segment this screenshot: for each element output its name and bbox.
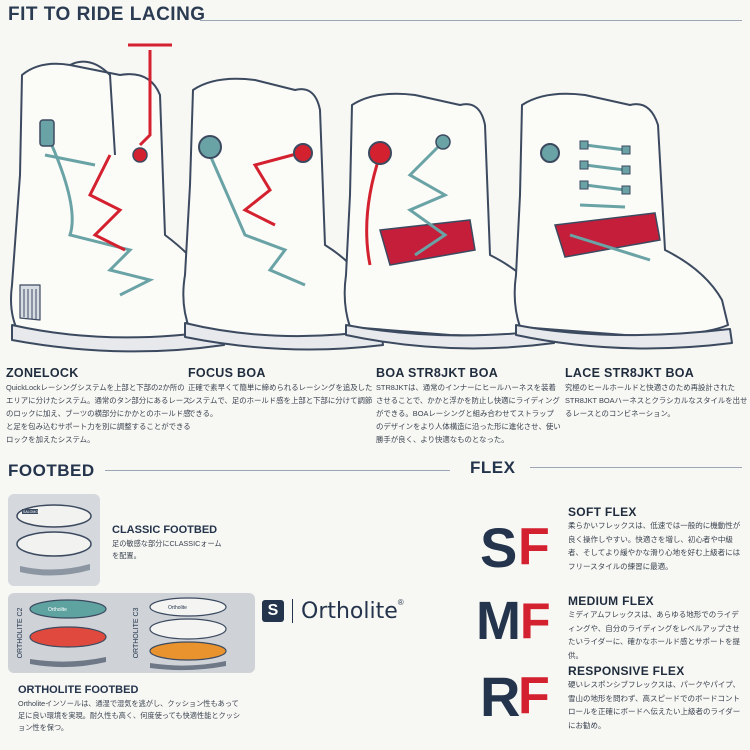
c3-insole-brand: Ortholite <box>168 605 187 611</box>
medium-flex-letter-f: F <box>520 593 551 649</box>
title-rule <box>200 20 742 21</box>
classic-footbed-panel: SALOMON <box>8 494 100 586</box>
flex-soft: S F SOFT FLEX 柔らかいフレックスは、低速では一般的に機動性が良く操… <box>468 495 750 590</box>
lacing-focus-boa-text: 正確で素早くて簡単に締められるレーシングを追及したシステムで、足のホールド感を上… <box>188 383 373 418</box>
soft-flex-text: 柔らかいフレックスは、低速では一般的に機動性が良く操作しやすい。快適さを増し、初… <box>568 521 741 571</box>
salomon-ortholite-logo: S Ortholite ® <box>262 596 404 626</box>
classic-footbed-title: CLASSIC FOOTBED <box>112 524 218 536</box>
c2-insole-brand: Ortholite <box>48 607 67 613</box>
flex-medium: M F MEDIUM FLEX ミディアムフレックスは、あらゆる地形でのライディ… <box>468 590 750 660</box>
responsive-flex-title: RESPONSIVE FLEX <box>568 664 685 678</box>
classic-insole-brand: SALOMON <box>23 510 41 514</box>
soft-flex-title: SOFT FLEX <box>568 505 637 519</box>
soft-flex-letter-s: S <box>480 516 518 579</box>
ortholite-footbed-panel: ORTHOLITE C2 Ortholite ORTHOLITE C3 Orth… <box>8 593 255 673</box>
ortholite-logo-text: Ortholite <box>301 598 398 624</box>
soft-flex-letter-f: F <box>518 518 550 576</box>
classic-footbed-text: 足の敏感な部分にCLASSICォームを配置。 <box>112 539 222 560</box>
ortholite-c3-label: ORTHOLITE C3 <box>133 607 140 658</box>
lacing-lace-str8jkt: LACE STR8JKT BOA 究極のヒールホールドと快適さのため再設計された… <box>565 366 750 420</box>
ortholite-c2-label: ORTHOLITE C2 <box>17 607 24 658</box>
boa-str8jkt-boot-illustration <box>343 92 555 350</box>
ortholite-insoles-icon: ORTHOLITE C2 Ortholite ORTHOLITE C3 Orth… <box>17 597 227 671</box>
footbed-title: FOOTBED <box>8 461 95 480</box>
lacing-zonelock-text: QuickLockレーシングシステムを上部と下部の2か所のエリアに分けたシステム… <box>6 383 191 444</box>
flex-title: FLEX <box>470 458 516 477</box>
flex-responsive: R F RESPONSIVE FLEX 硬いレスポンシブフレックスは、パークやパ… <box>468 660 750 748</box>
ortholite-footbed-title: ORTHOLITE FOOTBED <box>18 684 139 696</box>
lacing-focus-boa: FOCUS BOA 正確で素早くて簡単に締められるレーシングを追及したシステムで… <box>188 366 373 420</box>
registered-mark: ® <box>397 598 404 607</box>
lacing-boa-str8jkt-title: BOA STR8JKT BOA <box>376 366 499 380</box>
responsive-flex-letter-r: R <box>480 665 521 728</box>
medium-flex-text: ミディアムフレックスは、あらゆる地形でのライディングや、自分のライディングをレベ… <box>568 610 740 660</box>
medium-flex-letter-m: M <box>476 591 521 651</box>
lacing-focus-boa-title: FOCUS BOA <box>188 366 266 380</box>
salomon-s-icon: S <box>262 600 284 622</box>
lacing-zonelock-title: ZONELOCK <box>6 366 79 380</box>
ortholite-footbed-text: Ortholiteインソールは、通湿で湿気を逃がし、クッション性もあって足に良い… <box>18 699 241 732</box>
lacing-lace-str8jkt-text: 究極のヒールホールドと快適さのため再設計されたSTR8JKT BOAハーネスとク… <box>565 383 748 418</box>
footbed-rule <box>105 470 450 471</box>
responsive-flex-text: 硬いレスポンシブフレックスは、パークやパイプ、雪山の地形を問わず、高スピードでの… <box>568 680 741 730</box>
lacing-boa-str8jkt: BOA STR8JKT BOA STR8JKTは、通常のインナーにヒールハーネス… <box>376 366 561 446</box>
boots-illustration <box>0 35 750 365</box>
page-title: FIT TO RIDE LACING <box>8 4 206 25</box>
focus-boa-boot-illustration <box>182 77 384 351</box>
classic-insole-icon: SALOMON <box>16 504 92 576</box>
responsive-flex-letter-f: F <box>518 667 550 725</box>
zonelock-boot-illustration <box>10 43 225 353</box>
lace-str8jkt-boot-illustration <box>513 92 733 350</box>
medium-flex-title: MEDIUM FLEX <box>568 594 654 608</box>
flex-rule <box>530 467 742 468</box>
lacing-boa-str8jkt-text: STR8JKTは、通常のインナーにヒールハーネスを装着させることで、かかと浮かを… <box>376 383 561 444</box>
lacing-zonelock: ZONELOCK QuickLockレーシングシステムを上部と下部の2か所のエリ… <box>6 366 191 446</box>
lacing-lace-str8jkt-title: LACE STR8JKT BOA <box>565 366 695 380</box>
logo-divider <box>292 599 293 623</box>
